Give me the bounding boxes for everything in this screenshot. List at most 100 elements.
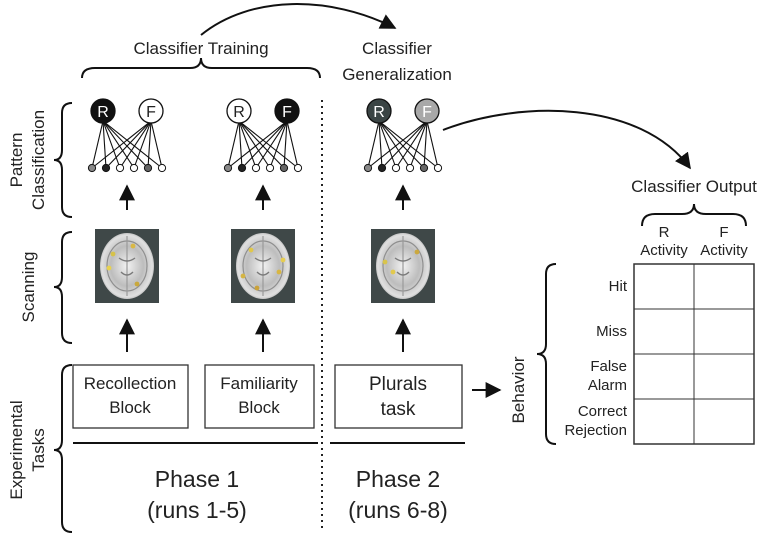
plurals-label-line2: task bbox=[381, 399, 416, 420]
brain-ventricle bbox=[256, 271, 270, 276]
network-connection bbox=[367, 120, 380, 169]
row-false-alarm-label-line2: Alarm bbox=[588, 377, 627, 394]
pattern-brace bbox=[53, 102, 73, 218]
pattern-label-line2: Classification bbox=[29, 110, 48, 210]
network-connection bbox=[238, 120, 257, 169]
input-node bbox=[129, 163, 139, 173]
input-node bbox=[115, 163, 125, 173]
experimental-label-line2: Tasks bbox=[29, 428, 48, 471]
familiarity-label-line2: Block bbox=[238, 398, 280, 417]
r-node-label: R bbox=[233, 104, 245, 121]
familiarity-label-line1: Familiarity bbox=[220, 374, 298, 393]
experimental-brace bbox=[53, 364, 73, 533]
network-connection bbox=[423, 120, 428, 169]
recollection-block-box bbox=[72, 364, 189, 429]
row-correct-rejection-label-line2: Rejection bbox=[564, 422, 627, 439]
row-false-alarm-label-line1: False bbox=[590, 358, 627, 375]
activation-spot bbox=[254, 285, 260, 291]
network-connection bbox=[91, 120, 152, 169]
network-connection bbox=[227, 120, 288, 169]
behavior-brace bbox=[536, 263, 557, 445]
plurals-label-line1: Plurals bbox=[369, 374, 427, 395]
col-f-header-line2: Activity bbox=[700, 242, 748, 259]
network-connection bbox=[426, 120, 439, 169]
network-connection bbox=[150, 120, 163, 169]
f-node-label: F bbox=[422, 104, 432, 121]
input-node bbox=[223, 163, 233, 173]
network-connection bbox=[241, 120, 288, 169]
recollection-label-line2: Block bbox=[109, 398, 151, 417]
input-node bbox=[279, 163, 289, 173]
experimental-label-line1: Experimental bbox=[7, 400, 26, 499]
network-connection bbox=[105, 120, 152, 169]
brain-ventricle bbox=[118, 257, 136, 262]
network-connection bbox=[255, 120, 288, 169]
row-correct-rejection-label-line1: Correct bbox=[578, 403, 628, 420]
network-connection bbox=[147, 120, 152, 169]
input-node bbox=[391, 163, 401, 173]
network-connection bbox=[378, 120, 383, 169]
network-connection bbox=[102, 120, 149, 169]
r-node bbox=[90, 98, 116, 124]
network-connection bbox=[378, 120, 411, 169]
row-miss-label: Miss bbox=[596, 323, 627, 340]
network-connection bbox=[227, 120, 240, 169]
activation-spot bbox=[130, 243, 136, 249]
network-to-output-arrow bbox=[442, 109, 691, 170]
network-connection bbox=[102, 120, 121, 169]
network-connection bbox=[102, 120, 135, 169]
network-connection bbox=[238, 120, 243, 169]
classifier-output-header: Classifier Output bbox=[631, 177, 757, 196]
input-node bbox=[377, 163, 387, 173]
network-connection bbox=[286, 120, 299, 169]
activation-spot bbox=[106, 265, 112, 271]
activation-spot bbox=[276, 269, 282, 275]
output-brace bbox=[641, 203, 747, 227]
phase2-runs: (runs 6-8) bbox=[348, 497, 448, 523]
f-node bbox=[414, 98, 440, 124]
brain-ventricle bbox=[254, 257, 272, 262]
f-node bbox=[138, 98, 164, 124]
scanning-brace bbox=[53, 231, 73, 344]
r-node bbox=[366, 98, 392, 124]
classifier-generalization-header-line1: Classifier bbox=[362, 39, 432, 58]
network-connection bbox=[378, 120, 425, 169]
network-connection bbox=[133, 120, 152, 169]
brain-scan-1 bbox=[95, 229, 159, 303]
phase1-runs: (runs 1-5) bbox=[147, 497, 247, 523]
r-node-label: R bbox=[97, 104, 109, 121]
activation-spot bbox=[110, 251, 116, 257]
network-connection bbox=[238, 120, 299, 169]
f-node-label: F bbox=[282, 104, 292, 121]
activation-spot bbox=[382, 259, 388, 265]
network-connection bbox=[283, 120, 288, 169]
training-to-generalization-arrow bbox=[200, 3, 397, 36]
activation-spot bbox=[240, 273, 246, 279]
input-node bbox=[87, 163, 97, 173]
input-node bbox=[293, 163, 303, 173]
activation-spot bbox=[248, 247, 254, 253]
activation-spot bbox=[414, 249, 420, 255]
activation-spot bbox=[280, 257, 286, 263]
input-node bbox=[251, 163, 261, 173]
network-connection bbox=[378, 120, 397, 169]
brain-scan-2 bbox=[231, 229, 295, 303]
network-connection bbox=[381, 120, 428, 169]
network-connection bbox=[91, 120, 104, 169]
network-connection bbox=[378, 120, 439, 169]
network-connection bbox=[238, 120, 271, 169]
input-node bbox=[419, 163, 429, 173]
f-node-label: F bbox=[146, 104, 156, 121]
input-node bbox=[157, 163, 167, 173]
r-node-label: R bbox=[373, 104, 385, 121]
network-connection bbox=[102, 120, 163, 169]
brain-ventricle bbox=[396, 271, 410, 276]
pattern-label-line1: Pattern bbox=[7, 133, 26, 188]
input-node bbox=[237, 163, 247, 173]
plurals-task-box bbox=[334, 364, 463, 429]
r-node bbox=[226, 98, 252, 124]
phase1-label: Phase 1 bbox=[155, 466, 239, 492]
